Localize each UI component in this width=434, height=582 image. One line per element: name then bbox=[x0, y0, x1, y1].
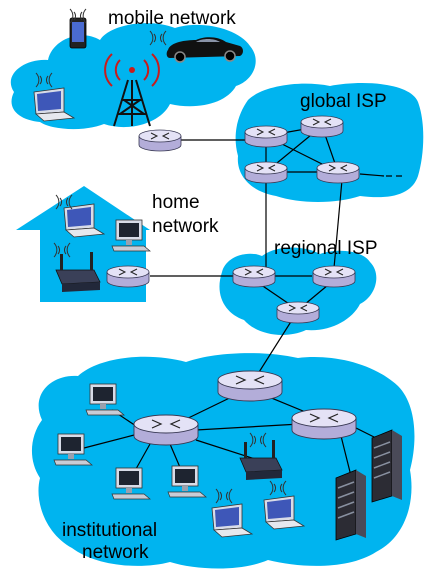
server-icon bbox=[335, 429, 402, 541]
institutional-network-cloud bbox=[31, 353, 415, 569]
router-global-1 bbox=[244, 125, 288, 148]
router-institution-top bbox=[217, 370, 283, 402]
router-institution-right bbox=[291, 408, 357, 440]
global-isp-label: global ISP bbox=[300, 91, 387, 112]
router-global-3 bbox=[244, 161, 288, 184]
wireless-router-home bbox=[53, 242, 101, 292]
regional-isp-label: regional ISP bbox=[274, 238, 378, 259]
wireless-router-institution bbox=[239, 432, 283, 480]
router-regional-2 bbox=[312, 265, 356, 288]
router-global-4 bbox=[316, 161, 360, 184]
home-network-label-line1: home bbox=[152, 192, 200, 213]
router-regional-1 bbox=[232, 265, 276, 288]
car-icon bbox=[149, 30, 243, 63]
router-institution-left bbox=[133, 414, 199, 446]
institutional-network-label-line1: institutional bbox=[62, 520, 157, 541]
router-mobile bbox=[138, 129, 182, 152]
mobile-network-label: mobile network bbox=[108, 8, 236, 29]
cell-tower-icon bbox=[104, 53, 160, 127]
home-network-label-line2: network bbox=[152, 216, 219, 237]
phone-icon bbox=[69, 8, 87, 49]
router-global-2 bbox=[300, 115, 344, 138]
institutional-network-label-line2: network bbox=[82, 542, 149, 563]
router-regional-3 bbox=[276, 301, 320, 324]
router-home bbox=[106, 265, 150, 288]
